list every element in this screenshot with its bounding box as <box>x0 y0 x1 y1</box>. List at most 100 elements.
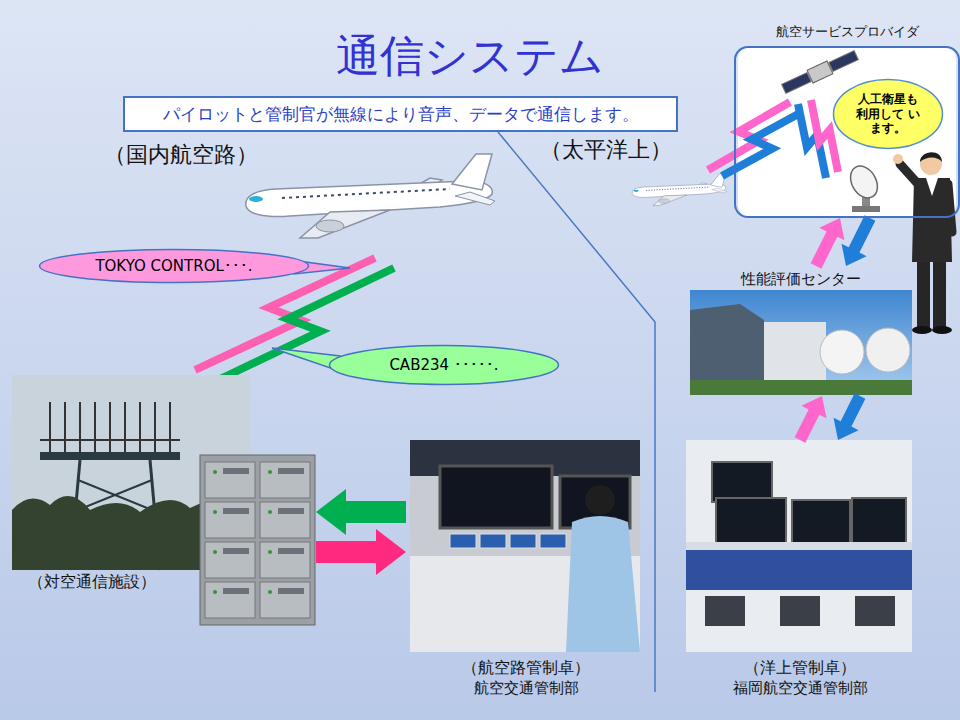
monitor <box>716 498 786 544</box>
block-arrow <box>811 218 845 269</box>
photo-caption: （航空路管制卓） <box>406 658 646 677</box>
bubble-text: CAB234 ･････. <box>389 356 498 374</box>
rack-led <box>213 510 217 514</box>
controller-head <box>585 485 615 515</box>
antenna-rod <box>124 402 126 452</box>
dish-reflector <box>845 161 883 202</box>
plane-windows <box>282 189 450 198</box>
rack-led <box>213 550 217 554</box>
console-photo: （洋上管制卓）福岡航空交通管制部 <box>682 440 918 708</box>
rack-led <box>268 590 272 594</box>
console-photo: （航空路管制卓） 航空交通管制部 <box>406 440 646 708</box>
rack-display <box>223 588 249 594</box>
rack-led <box>268 510 272 514</box>
dish-antenna <box>845 161 883 212</box>
plane-stabilizer <box>455 192 495 205</box>
bubble-shape <box>40 250 309 283</box>
desk-front <box>686 550 912 590</box>
rack-panel <box>260 542 310 578</box>
controller-body <box>566 516 640 652</box>
leg <box>933 256 946 328</box>
glass-building <box>690 304 764 385</box>
plane-engine <box>659 199 670 204</box>
plane-stabilizer <box>712 188 727 193</box>
block-arrow <box>842 215 876 266</box>
photo-caption: （対空通信施設） <box>28 572 316 591</box>
shoe <box>912 326 932 334</box>
antenna-rod <box>169 402 171 452</box>
photo-caption: 航空交通管制部 <box>406 679 646 697</box>
touch-panel <box>540 534 566 548</box>
rack-display <box>278 588 304 594</box>
plane-wing <box>653 195 687 206</box>
suit-body <box>912 178 952 262</box>
rack-panel <box>260 462 310 498</box>
ground <box>690 380 912 395</box>
frame-heading: 航空サービスプロバイダ <box>734 24 960 40</box>
chair <box>855 596 895 626</box>
airliner-large <box>246 154 495 238</box>
rack-display <box>223 548 249 554</box>
hair <box>920 152 942 162</box>
region-label: （太平洋上） <box>540 137 672 163</box>
monitor <box>712 462 772 502</box>
satellite-icon <box>781 49 859 95</box>
caption-box: パイロットと管制官が無線により音声、データで通信します。 <box>123 96 678 132</box>
leg <box>917 256 930 328</box>
hand <box>893 154 903 164</box>
rack-panel <box>205 582 255 618</box>
solar-panel <box>782 73 812 94</box>
photo-caption: 福岡航空交通管制部 <box>682 679 918 697</box>
speech-bubble: CAB234 ･････. <box>328 344 560 386</box>
rack-display <box>223 468 249 474</box>
antenna-rod <box>49 402 51 452</box>
rack-panel <box>260 502 310 538</box>
rack-led <box>268 550 272 554</box>
head <box>920 153 942 175</box>
rack-panel <box>205 502 255 538</box>
monitor <box>852 498 906 544</box>
radome <box>866 328 910 372</box>
bubble-shape <box>330 346 559 385</box>
rack-display <box>278 548 304 554</box>
oceanic-console-photo <box>686 440 912 652</box>
office-building <box>764 322 826 385</box>
antenna-rod <box>139 402 141 452</box>
diagram-title: 通信システム <box>270 30 670 83</box>
solar-panel <box>829 51 859 72</box>
plane-wing <box>300 210 390 238</box>
facility-photo: 性能評価センター <box>686 266 916 396</box>
bubble-text: TOKYO CONTROL･･･. <box>95 257 252 275</box>
bubble-text: 人工衛星も 利用して います。 <box>855 92 921 135</box>
arm <box>900 164 918 184</box>
rack-panel <box>260 582 310 618</box>
antenna-rod <box>64 402 66 452</box>
airliner-small <box>632 174 727 206</box>
shirt <box>926 178 938 196</box>
console-photo <box>410 440 640 652</box>
antenna-rod <box>154 402 156 452</box>
photo-caption: 性能評価センター <box>686 270 916 288</box>
monitor <box>792 500 850 544</box>
rack-led <box>268 470 272 474</box>
touch-panel <box>510 534 536 548</box>
shoe <box>932 326 952 334</box>
rack-led <box>213 470 217 474</box>
rack-display <box>278 468 304 474</box>
equipment-photo <box>200 455 315 625</box>
caption-text: パイロットと管制官が無線により音声、データで通信します。 <box>163 104 639 124</box>
antenna-rod <box>79 402 81 452</box>
touch-panel <box>480 534 506 548</box>
rack-display <box>223 508 249 514</box>
desk-top <box>686 542 912 550</box>
chair <box>780 596 820 626</box>
speech-bubble: 人工衛星も 利用して います。 <box>832 78 944 150</box>
plane-tail-fin <box>452 154 492 190</box>
radome <box>820 330 864 374</box>
block-arrow <box>795 396 827 443</box>
plane-windows <box>646 187 710 190</box>
arm <box>948 184 952 232</box>
center-photo <box>690 290 912 395</box>
facility-photo: （対空通信施設） <box>10 375 316 625</box>
